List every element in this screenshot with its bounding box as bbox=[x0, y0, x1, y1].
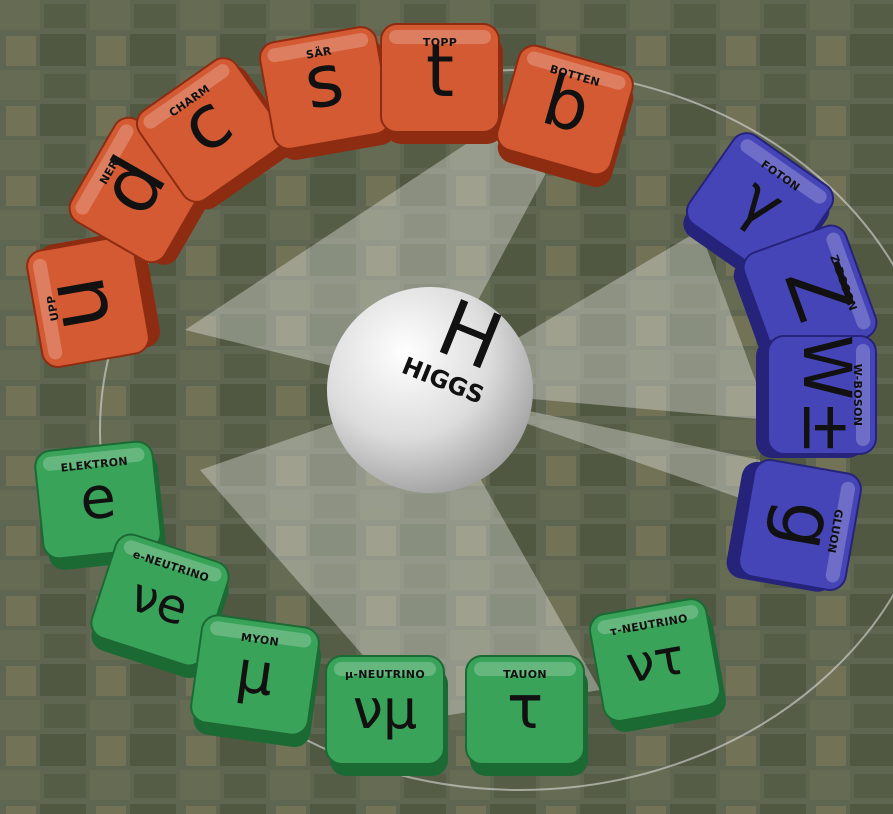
lepton-symbol: ντ bbox=[622, 627, 689, 694]
quark-tile-highlight bbox=[267, 32, 369, 63]
quark-tile-highlight bbox=[75, 124, 134, 215]
boson-symbol: W± bbox=[788, 335, 865, 456]
quark-tile-face bbox=[26, 236, 150, 368]
lepton-tile-highlight bbox=[474, 662, 576, 676]
lepton-tile-face bbox=[325, 655, 445, 765]
quark-label: UPP bbox=[44, 294, 61, 322]
quark-tile-highlight bbox=[32, 258, 63, 360]
lepton-label: MYON bbox=[240, 631, 280, 649]
lepton-tile-highlight bbox=[123, 540, 222, 582]
lepton-tile-face bbox=[190, 614, 320, 736]
quark-label: TOPP bbox=[423, 36, 457, 49]
higgs-ball bbox=[327, 287, 533, 493]
lepton-tile-3: νμμ-NEUTRINO bbox=[325, 655, 448, 776]
higgs-sphere: H HIGGS bbox=[327, 283, 533, 493]
quark-tile-face bbox=[496, 44, 634, 176]
boson-tile-highlight bbox=[826, 232, 871, 330]
quark-tile-face bbox=[135, 57, 285, 203]
lepton-symbol: τ bbox=[507, 673, 543, 743]
lepton-tile-highlight bbox=[210, 621, 312, 648]
boson-tile-2: W±W-BOSON bbox=[756, 335, 877, 458]
quark-tile-highlight bbox=[527, 51, 626, 90]
lepton-label: μ-NEUTRINO bbox=[345, 668, 425, 681]
lepton-tile-5: νττ-NEUTRINO bbox=[589, 598, 726, 733]
quark-tile-highlight bbox=[143, 64, 230, 129]
lepton-tile-face bbox=[34, 440, 162, 560]
quark-label: SÄR bbox=[305, 43, 333, 61]
boson-tile-highlight bbox=[856, 344, 870, 446]
quark-tile-face bbox=[380, 23, 500, 133]
lepton-symbol: νμ bbox=[353, 678, 418, 741]
boson-tile-highlight bbox=[740, 139, 827, 204]
quark-tile-highlight bbox=[389, 30, 491, 44]
lepton-tile-face bbox=[465, 655, 585, 765]
lepton-tile-highlight bbox=[42, 447, 145, 471]
boson-label: W-BOSON bbox=[851, 364, 864, 427]
lepton-label: TAUON bbox=[503, 668, 547, 681]
lepton-tile-face bbox=[589, 598, 721, 722]
boson-tile-face bbox=[738, 459, 862, 591]
lepton-tile-highlight bbox=[597, 604, 699, 635]
quark-symbol: t bbox=[426, 29, 454, 113]
lepton-tile-highlight bbox=[334, 662, 436, 676]
boson-tile-highlight bbox=[825, 481, 856, 583]
lepton-tile-1: νee-NEUTRINO bbox=[90, 533, 230, 679]
lepton-symbol: e bbox=[76, 462, 119, 533]
boson-tile-face bbox=[767, 335, 877, 455]
